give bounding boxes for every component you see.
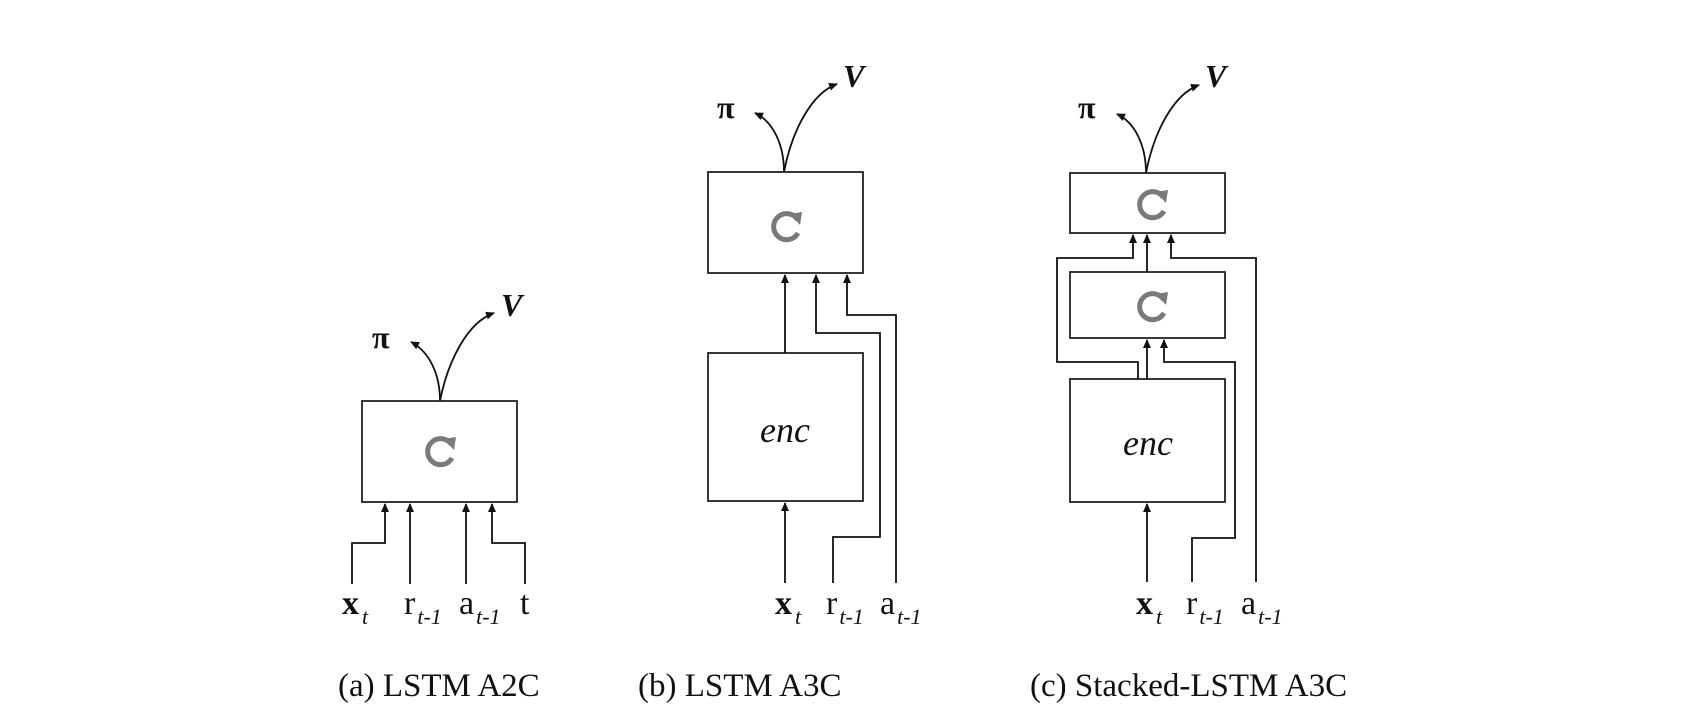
policy-output-arrow (754, 112, 785, 173)
encoder-label: enc (1123, 423, 1173, 463)
input-label-r: rt-1 (1186, 585, 1224, 629)
input-label-r: rt-1 (826, 585, 864, 629)
input-label-a: at-1 (459, 585, 501, 629)
value-output-arrow (439, 311, 495, 402)
input-label-t: t (520, 585, 530, 622)
encoder-skip-wire (1056, 234, 1139, 379)
lstm-cell-box (361, 400, 518, 503)
input-wire-t (488, 503, 526, 584)
caption-b: (b) LSTM A3C (638, 668, 842, 704)
lstm-cell-box-bottom (1069, 271, 1226, 339)
caption-c: (c) Stacked-LSTM A3C (1030, 668, 1347, 704)
input-wire-x (351, 503, 389, 584)
input-label-a: at-1 (1241, 585, 1283, 629)
value-output-arrow (1145, 83, 1200, 174)
input-wire-r (812, 274, 881, 583)
encoder-label: enc (760, 410, 810, 450)
policy-output-arrow (410, 341, 441, 402)
policy-output-arrow (1116, 113, 1147, 174)
input-label-r: rt-1 (404, 585, 442, 629)
value-label: V (843, 58, 867, 94)
input-wire-a (843, 274, 897, 583)
policy-label: π (1078, 89, 1096, 125)
encoder-box (1069, 378, 1226, 503)
input-label-a: at-1 (880, 585, 922, 629)
value-output-arrow (783, 82, 838, 173)
value-label: V (1205, 58, 1229, 94)
lstm-cell-box (707, 171, 864, 274)
input-wire-a (1167, 234, 1257, 582)
lstm-cell-box-top (1069, 172, 1226, 234)
encoder-box (707, 352, 864, 502)
value-label: V (501, 287, 525, 323)
policy-label: π (372, 319, 390, 355)
policy-label: π (717, 89, 735, 125)
input-wire-r (1160, 339, 1236, 582)
caption-a: (a) LSTM A2C (338, 668, 540, 704)
